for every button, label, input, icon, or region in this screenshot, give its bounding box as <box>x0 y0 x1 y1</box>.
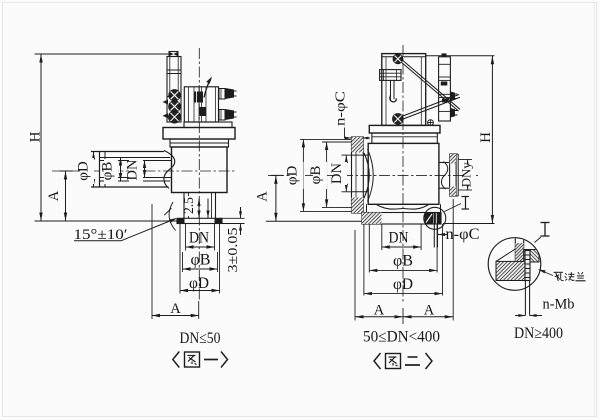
svg-text:2.5: 2.5 <box>181 197 196 214</box>
svg-text:A: A <box>170 301 181 317</box>
svg-text:φB: φB <box>191 252 211 269</box>
svg-text:φD: φD <box>285 165 301 185</box>
svg-text:φB: φB <box>393 253 413 270</box>
svg-text:φD: φD <box>393 276 413 293</box>
svg-text:DN: DN <box>329 163 345 184</box>
svg-text:DN: DN <box>125 159 141 180</box>
svg-text:n-φC: n-φC <box>446 226 480 243</box>
svg-text:DN≥400: DN≥400 <box>514 325 563 342</box>
svg-text:DN: DN <box>189 230 209 247</box>
svg-text:DN: DN <box>389 230 409 247</box>
svg-text:A: A <box>255 191 271 202</box>
svg-text:H: H <box>28 131 44 142</box>
svg-text:φD: φD <box>76 161 92 181</box>
svg-text:A: A <box>46 190 62 201</box>
svg-text:A: A <box>424 303 435 319</box>
svg-text:φB: φB <box>308 166 324 185</box>
svg-text:50≤DN<400: 50≤DN<400 <box>363 329 440 346</box>
svg-text:3±0.05: 3±0.05 <box>225 227 240 272</box>
svg-text:15°±10′: 15°±10′ <box>74 227 128 243</box>
svg-text:n-Mb: n-Mb <box>543 297 575 313</box>
svg-text:DNy: DNy <box>459 162 474 187</box>
svg-text:A: A <box>374 303 385 319</box>
svg-text:DN≤50: DN≤50 <box>180 330 221 347</box>
svg-text:φD: φD <box>189 275 209 292</box>
svg-text:n-φC: n-φC <box>333 91 348 126</box>
svg-text:H: H <box>478 132 494 143</box>
svg-text:φB: φB <box>100 162 116 181</box>
